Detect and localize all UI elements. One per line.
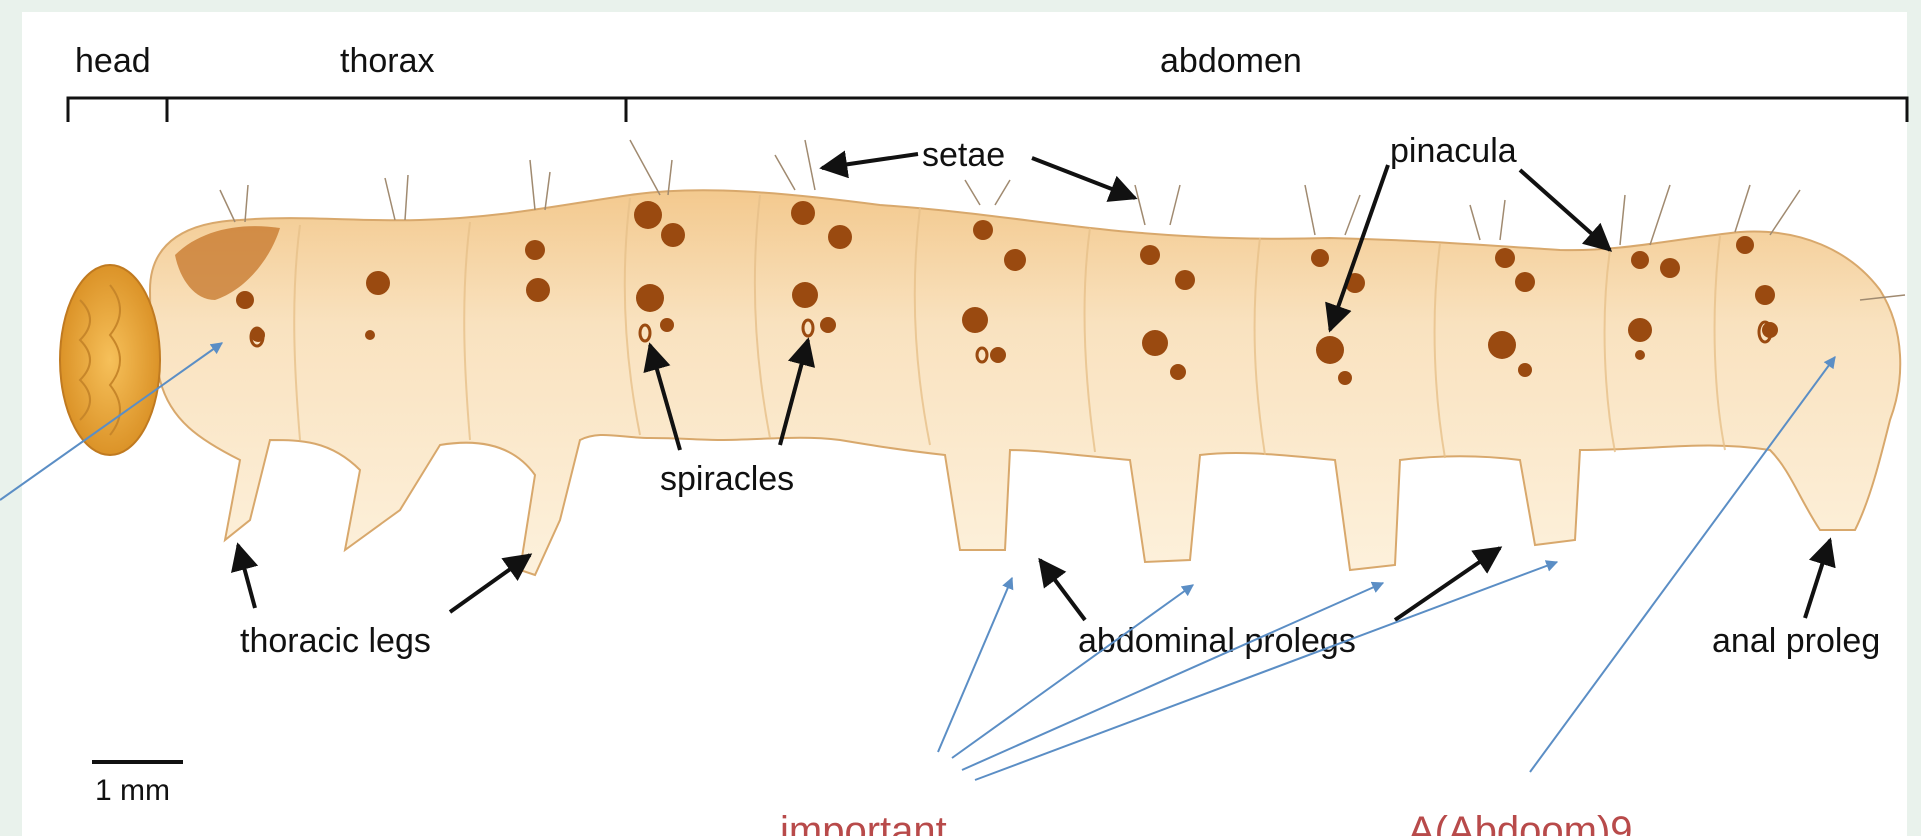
important-arrow-1 bbox=[938, 578, 1012, 752]
scale-bar-label: 1 mm bbox=[95, 774, 170, 807]
important-arrow-4 bbox=[975, 562, 1557, 780]
thoracic-legs-arrow-right bbox=[450, 555, 530, 612]
head-label: head bbox=[75, 42, 151, 80]
thoracic-legs-label: thoracic legs bbox=[240, 622, 431, 660]
abdominal-prolegs-arrow-right bbox=[1395, 548, 1500, 620]
pinacula-label: pinacula bbox=[1390, 132, 1517, 170]
thoracic-legs-arrow-left bbox=[238, 545, 255, 608]
important-arrow-3 bbox=[962, 583, 1383, 770]
spiracles-label: spiracles bbox=[660, 460, 794, 498]
head-bracket bbox=[68, 98, 167, 122]
a9-annotation: A(Abdoom)9 bbox=[1408, 809, 1633, 836]
anal-proleg-arrow bbox=[1805, 540, 1830, 618]
setae-arrow-right bbox=[1032, 158, 1135, 198]
abdominal-prolegs-arrow-left bbox=[1040, 560, 1085, 620]
important-annotation: important bbox=[780, 809, 947, 836]
thorax-bracket bbox=[167, 98, 626, 122]
abdomen-label: abdomen bbox=[1160, 42, 1302, 80]
caterpillar-body bbox=[60, 140, 1905, 575]
abdomen-bracket bbox=[626, 98, 1907, 122]
pinacula-arrow-right bbox=[1520, 170, 1610, 250]
setae-label: setae bbox=[922, 136, 1005, 174]
head-capsule bbox=[60, 265, 160, 455]
abdominal-prolegs-label: abdominal prolegs bbox=[1078, 622, 1356, 660]
setae-arrow-left bbox=[822, 154, 918, 168]
body-outline bbox=[150, 190, 1900, 575]
important-arrow-2 bbox=[952, 585, 1193, 758]
anal-proleg-label: anal proleg bbox=[1712, 622, 1880, 660]
region-brackets bbox=[68, 98, 1907, 122]
thorax-label: thorax bbox=[340, 42, 435, 80]
